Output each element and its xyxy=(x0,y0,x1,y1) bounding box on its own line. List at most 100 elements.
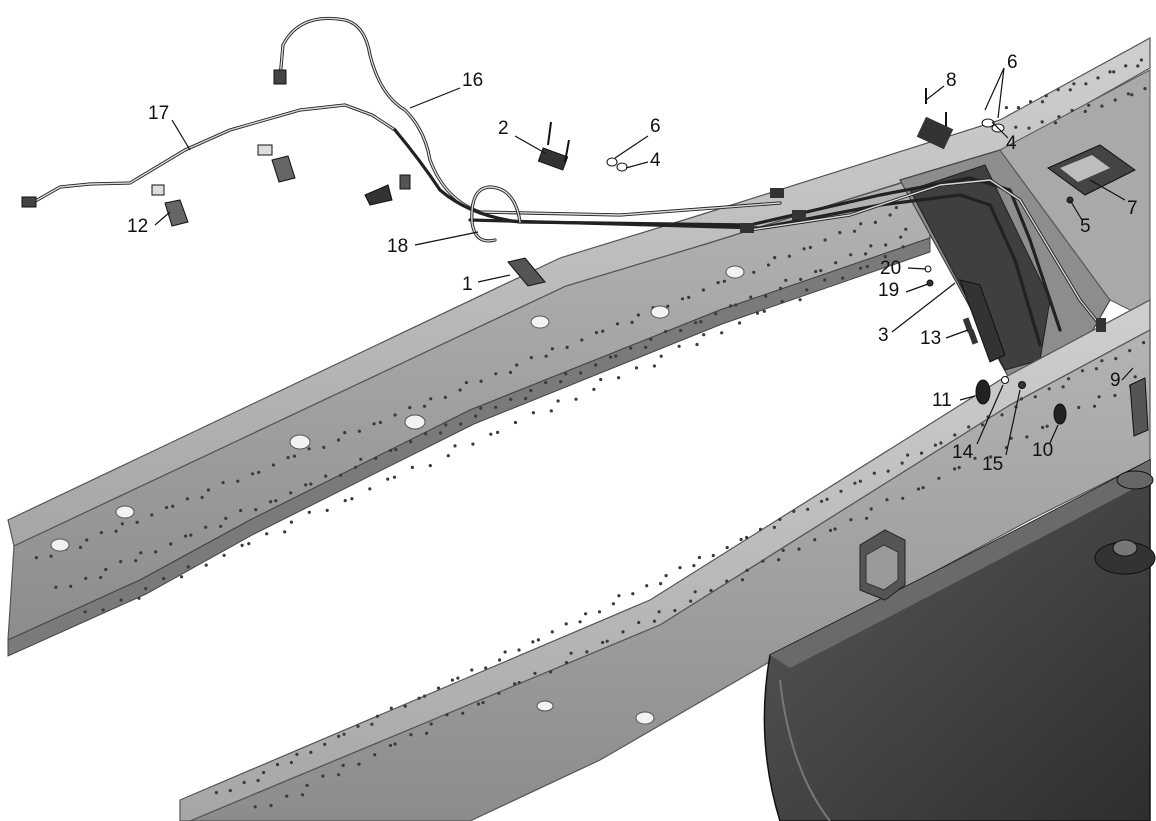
rivet-hole xyxy=(823,278,827,282)
rivet-hole xyxy=(271,463,275,467)
rivet-hole xyxy=(680,297,685,301)
rivet-hole xyxy=(253,805,257,809)
rivet-hole xyxy=(357,762,361,766)
part-2-clamp-block xyxy=(537,121,570,171)
rivet-hole xyxy=(594,331,599,335)
rivet-hole xyxy=(453,444,457,448)
rivet-hole xyxy=(652,619,657,623)
rivet-hole xyxy=(664,329,668,334)
rivet-hole xyxy=(1028,100,1033,104)
rivet-hole xyxy=(85,538,89,542)
callout-4-right: 4 xyxy=(1006,133,1017,154)
rivet-hole xyxy=(1083,109,1087,113)
rivet-hole xyxy=(496,430,500,434)
rivet-hole xyxy=(900,461,904,465)
callout-8: 8 xyxy=(946,70,957,91)
rivet-hole xyxy=(808,245,813,249)
rivet-hole xyxy=(1100,104,1104,108)
rivet-hole xyxy=(498,658,502,662)
callout-17: 17 xyxy=(148,103,169,124)
rivet-hole xyxy=(509,397,513,401)
pipe-fittings xyxy=(21,69,1106,332)
rivet-hole xyxy=(354,465,358,469)
rivet-hole xyxy=(841,276,845,280)
callout-11: 11 xyxy=(932,390,952,411)
rivet-hole xyxy=(720,331,724,335)
rivet-hole xyxy=(580,338,584,342)
rivet-hole xyxy=(564,661,569,665)
rivet-hole xyxy=(739,537,743,542)
rivet-hole xyxy=(484,666,488,670)
rivet-hole xyxy=(285,794,289,798)
rivet-hole xyxy=(894,206,899,210)
rivet-hole xyxy=(725,579,729,583)
rivet-hole xyxy=(289,491,293,495)
rivet-hole xyxy=(819,269,823,273)
rivet-hole xyxy=(772,525,777,530)
rivet-hole xyxy=(221,481,225,485)
rivet-hole xyxy=(792,509,796,513)
rivet-hole xyxy=(617,376,621,380)
rivet-hole xyxy=(1126,92,1130,96)
rivet-hole xyxy=(711,553,715,558)
rivet-hole xyxy=(901,496,905,500)
part-7-bracket-plate xyxy=(1047,144,1136,196)
rivet-hole xyxy=(853,481,857,485)
part-19-20-hardware xyxy=(924,265,934,287)
rivet-hole xyxy=(873,220,878,224)
rivet-hole xyxy=(370,722,374,726)
rivet-hole xyxy=(702,333,706,337)
rivet-hole xyxy=(1114,357,1118,361)
rivet-hole xyxy=(374,456,378,460)
rivet-hole xyxy=(154,550,158,554)
rivet-hole xyxy=(169,542,173,546)
rivet-hole xyxy=(236,479,240,483)
rivet-hole xyxy=(1100,359,1104,363)
rivet-hole xyxy=(341,763,345,768)
rivet-hole xyxy=(814,269,818,274)
rivet-hole xyxy=(781,548,785,553)
rivet-hole xyxy=(378,420,382,424)
rivet-hole xyxy=(749,295,753,299)
rivet-hole xyxy=(544,381,548,385)
callout-16: 16 xyxy=(462,70,483,91)
rivet-hole xyxy=(389,706,393,710)
rivet-hole xyxy=(185,497,189,501)
rivet-hole xyxy=(631,592,635,596)
callout-7: 7 xyxy=(1127,198,1138,219)
rivet-hole xyxy=(601,329,605,333)
rivet-hole xyxy=(694,321,698,325)
rivet-hole xyxy=(99,575,103,580)
rivet-hole xyxy=(869,507,873,511)
rivet-hole xyxy=(758,527,763,532)
rivet-hole xyxy=(242,780,246,785)
rivet-hole xyxy=(609,355,613,359)
rivet-hole xyxy=(953,433,957,437)
rivet-hole xyxy=(101,608,105,612)
rivet-hole xyxy=(921,486,925,490)
callout-18: 18 xyxy=(387,236,408,257)
rivet-hole xyxy=(755,311,760,315)
rivet-hole xyxy=(479,379,483,383)
rivet-hole xyxy=(410,465,414,469)
rivet-hole xyxy=(729,304,733,308)
rivet-hole xyxy=(204,525,208,529)
rivet-hole xyxy=(336,438,341,442)
rivet-hole xyxy=(579,371,583,375)
rivet-hole xyxy=(389,448,393,453)
rivet-hole xyxy=(906,453,910,457)
rivet-hole xyxy=(423,694,427,698)
rivet-hole xyxy=(745,568,749,573)
rivet-hole xyxy=(1070,108,1074,113)
rivet-hole xyxy=(637,620,641,625)
rivet-hole xyxy=(1094,367,1098,371)
rivet-hole xyxy=(636,313,641,317)
rivet-hole xyxy=(222,553,226,557)
rivet-hole xyxy=(1130,93,1134,97)
rivet-hole xyxy=(189,533,193,537)
rivet-hole xyxy=(256,778,260,783)
rivet-hole xyxy=(828,528,833,533)
rivet-hole xyxy=(289,760,293,765)
rivet-hole xyxy=(461,711,465,715)
rivet-hole xyxy=(120,522,124,526)
